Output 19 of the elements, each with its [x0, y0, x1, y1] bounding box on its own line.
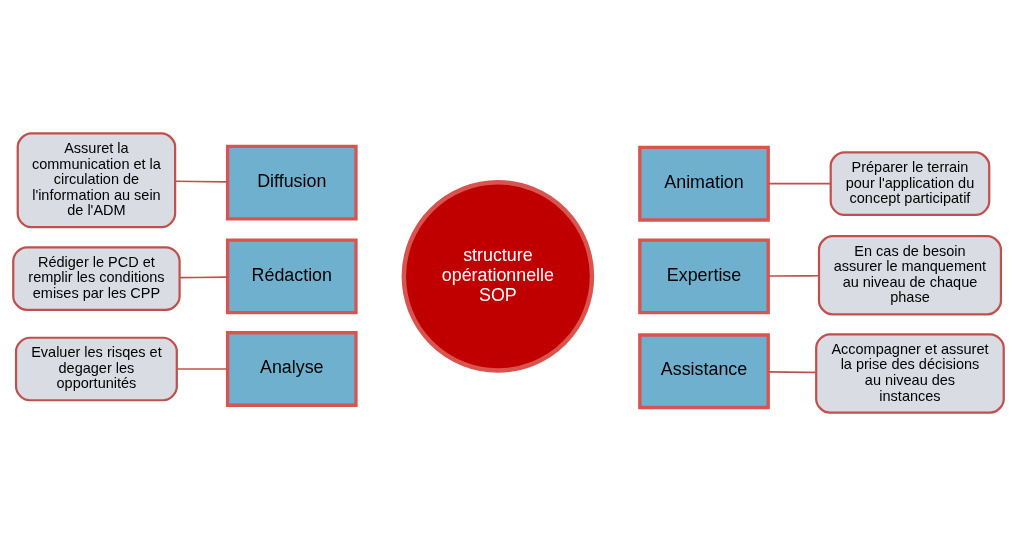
node-box: Assistance: [638, 333, 770, 410]
connector: [767, 182, 832, 185]
node-box: Accompagner et assuret la prise des décisions au niveau des instances: [815, 333, 1005, 414]
connector: [178, 276, 229, 279]
node-box: Préparer le terrain pour l'application du concept participatif: [829, 151, 991, 217]
node-box: Animation: [638, 145, 770, 222]
node-box: Diffusion: [225, 144, 358, 221]
node-circle: structure opérationnelle SOP: [401, 180, 595, 373]
node-box: Analyse: [225, 331, 358, 407]
node-box: Expertise: [638, 238, 770, 315]
connector: [767, 274, 820, 277]
node-box: Evaluer les risqes et degager les opportunités: [14, 336, 178, 402]
connector: [176, 368, 229, 370]
connector: [767, 371, 817, 374]
node-box: Rédaction: [225, 238, 358, 315]
connector: [174, 180, 229, 183]
node-box: Assuret la communication et la circulation de l'information au sein de l'ADM: [16, 132, 177, 229]
node-box: En cas de besoin assurer le manquement au niveau de chaque phase: [817, 235, 1003, 316]
node-box: Rédiger le PCD et remplir les conditions emises par les CPP: [12, 246, 181, 311]
